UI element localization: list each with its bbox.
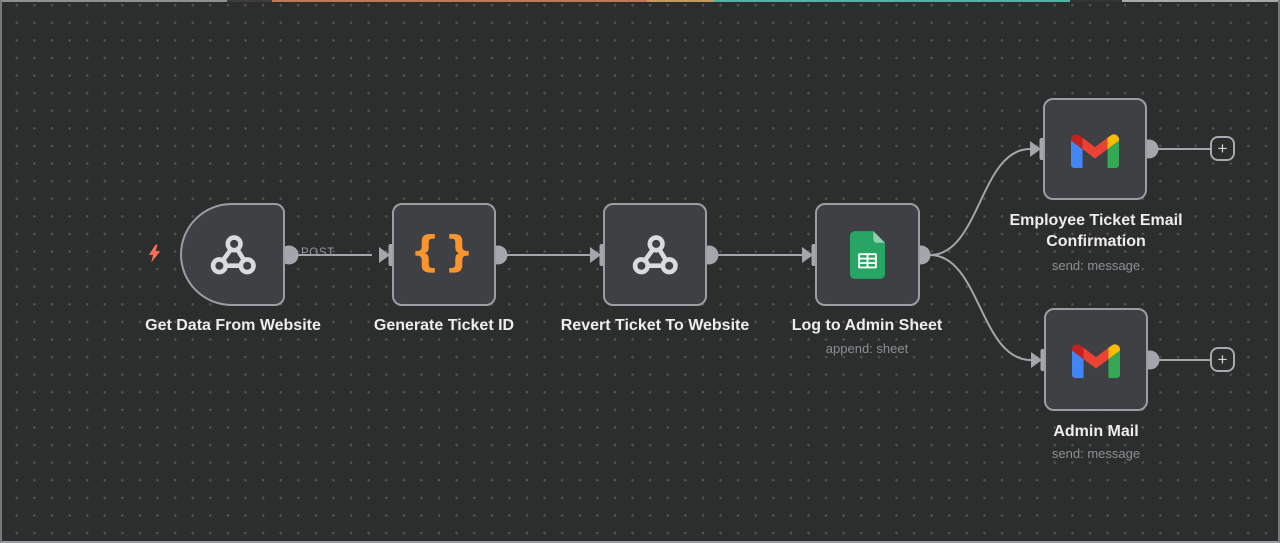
gmail-icon xyxy=(1072,344,1120,378)
node-title: Employee Ticket Email Confirmation xyxy=(1009,212,1183,250)
top-edge-strip xyxy=(1122,0,1278,2)
code-icon: {} xyxy=(410,227,478,276)
top-edge-strip xyxy=(272,0,647,2)
top-edge-strip xyxy=(1070,0,1122,2)
trigger-bolt-icon xyxy=(148,244,161,263)
node-title: Log to Admin Sheet xyxy=(791,317,943,334)
webhook-method-label: POST xyxy=(301,247,335,259)
webhook-icon xyxy=(632,234,678,274)
node-title: Admin Mail xyxy=(1053,423,1139,440)
top-edge-strip xyxy=(227,0,272,2)
google-sheets-icon xyxy=(850,230,885,279)
add-node-button[interactable]: + xyxy=(1210,347,1235,372)
top-edge-strip xyxy=(2,0,227,2)
node-subtitle: send: message xyxy=(1051,258,1141,273)
node-generate-ticket-id[interactable]: {} xyxy=(392,203,496,306)
node-revert-ticket-to-website[interactable] xyxy=(603,203,707,306)
top-edge-strip xyxy=(714,0,1070,2)
node-subtitle: send: message xyxy=(1051,446,1141,461)
node-title: Generate Ticket ID xyxy=(373,317,515,334)
node-subtitle: append: sheet xyxy=(825,341,909,356)
top-edge-strip xyxy=(647,0,714,2)
gmail-icon xyxy=(1071,133,1119,168)
node-get-data-from-website[interactable] xyxy=(180,203,285,306)
node-employee-ticket-email-confirmation[interactable] xyxy=(1043,98,1147,200)
node-log-to-admin-sheet[interactable] xyxy=(815,203,920,306)
connection-line[interactable] xyxy=(929,254,1032,361)
node-title: Get Data From Website xyxy=(145,317,321,334)
node-admin-mail[interactable] xyxy=(1044,308,1148,411)
node-title: Revert Ticket To Website xyxy=(560,317,750,334)
webhook-icon xyxy=(210,234,256,274)
add-node-button[interactable]: + xyxy=(1210,136,1235,161)
